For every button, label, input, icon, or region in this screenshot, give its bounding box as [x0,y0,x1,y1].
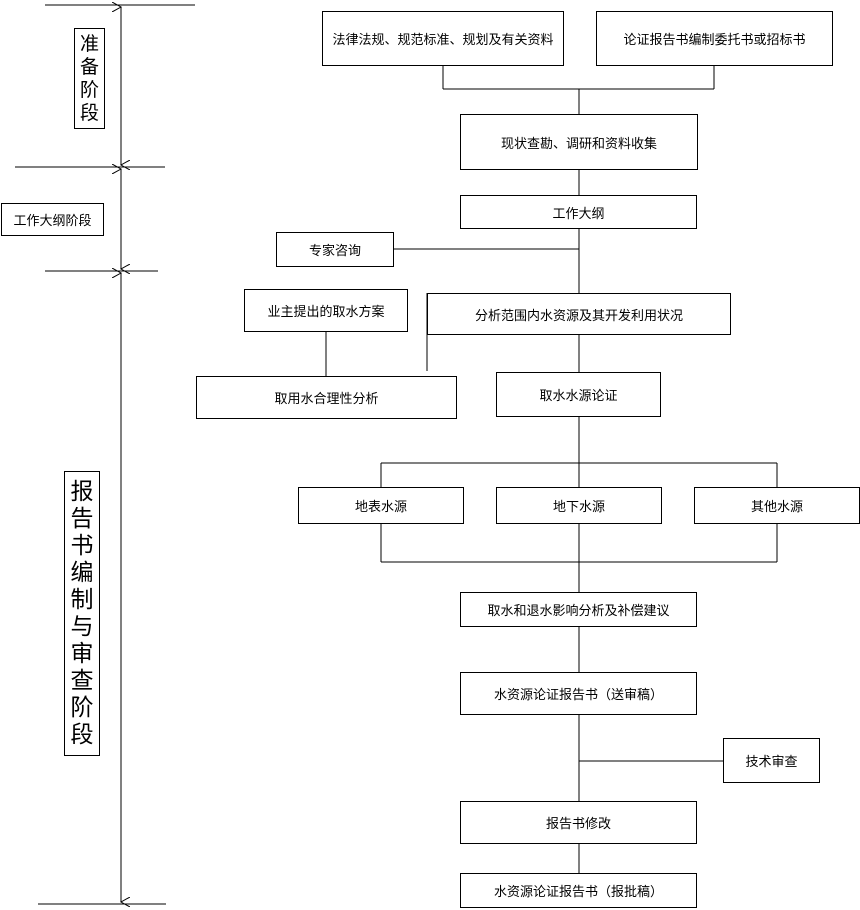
node-analysis-scope: 分析范围内水资源及其开发利用状况 [427,293,731,335]
stage-label-outline: 工作大纲阶段 [1,203,104,236]
stage-report-char: 制 [70,586,94,613]
stage-prep-char: 备 [79,55,99,78]
stage-report-char: 与 [70,613,94,640]
node-other: 其他水源 [694,487,860,524]
node-survey: 现状查勘、调研和资料收集 [460,114,698,170]
node-report-final: 水资源论证报告书（报批稿） [460,873,697,908]
stage-report-char: 编 [70,559,94,586]
node-outline: 工作大纲 [460,195,697,229]
node-impact: 取水和退水影响分析及补偿建议 [460,592,697,627]
node-owner-plan: 业主提出的取水方案 [244,289,408,332]
node-expert: 专家咨询 [276,232,394,267]
stage-report-char: 段 [70,721,94,748]
stage-report-char: 查 [70,667,94,694]
stage-report-char: 阶 [70,694,94,721]
stage-report-char: 书 [70,532,94,559]
stage-report-char: 审 [70,640,94,667]
node-source-demo: 取水水源论证 [496,372,661,417]
node-laws: 法律法规、规范标准、规划及有关资料 [322,11,564,66]
stage-report-char: 报 [70,478,94,505]
stage-report-char: 告 [70,505,94,532]
stage-prep-char: 段 [79,101,99,124]
stage-label-report: 报 告 书 编 制 与 审 查 阶 段 [64,471,100,756]
node-tech-review: 技术审查 [723,738,820,783]
stage-prep-char: 阶 [79,78,99,101]
node-surface: 地表水源 [298,487,464,524]
node-ground: 地下水源 [496,487,662,524]
stage-prep-char: 准 [79,32,99,55]
node-report-draft: 水资源论证报告书（送审稿） [460,672,697,715]
node-revise: 报告书修改 [460,801,697,844]
stage-label-prep: 准 备 阶 段 [74,28,105,129]
node-commission: 论证报告书编制委托书或招标书 [596,11,833,66]
node-rationality: 取用水合理性分析 [196,376,457,419]
